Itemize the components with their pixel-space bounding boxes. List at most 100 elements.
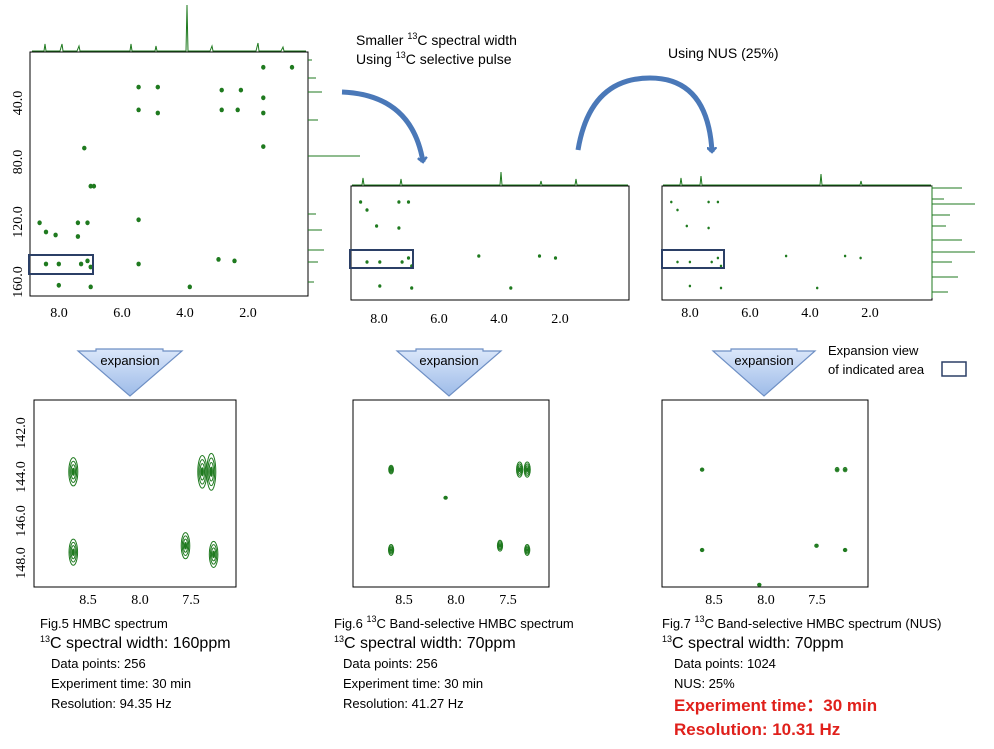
cross-peak — [289, 64, 295, 70]
cross-peak — [378, 260, 382, 264]
caption-fig6: Fig.6 13C Band-selective HMBC spectrum 1… — [334, 614, 574, 714]
contour-ring — [526, 548, 529, 552]
contour-ring — [524, 544, 531, 556]
spectral-width: 13C spectral width: 160ppm — [40, 634, 231, 653]
cross-peak — [91, 183, 97, 189]
cross-peak — [56, 282, 61, 288]
contour-ring — [207, 457, 216, 487]
projections — [32, 4, 975, 298]
cross-peak — [219, 87, 224, 93]
contour-ring — [206, 452, 217, 491]
contour-ring — [815, 544, 818, 548]
band-top-projection — [352, 171, 628, 186]
x-tick: 6.0 — [741, 306, 759, 321]
contour-ring — [523, 461, 531, 478]
contour-ring — [181, 535, 190, 556]
x-tick: 4.0 — [490, 312, 508, 327]
resolution: Resolution: 41.27 Hz — [343, 696, 464, 711]
experiment-time: Experiment time: 30 min — [51, 676, 192, 691]
cross-peak — [56, 261, 61, 267]
data-points: Data points: 256 — [343, 656, 438, 671]
contour-ring — [700, 548, 704, 552]
cross-peak — [261, 110, 266, 116]
legend-line-1: Expansion view — [828, 343, 919, 358]
x-tick: 2.0 — [551, 312, 569, 327]
contour-ring — [700, 468, 704, 471]
contour-ring — [69, 541, 78, 563]
cross-peak — [43, 229, 49, 235]
full-spectrum-peaks — [37, 64, 295, 290]
full-spectrum-frame — [29, 51, 309, 297]
top-projection — [32, 4, 306, 52]
cross-peak — [859, 256, 862, 260]
cross-peak — [261, 144, 266, 150]
curved-arrow-right — [575, 75, 712, 152]
nus-top-projection — [663, 173, 931, 186]
cross-peak — [406, 200, 411, 204]
cross-peak — [707, 226, 710, 230]
contour-ring — [525, 467, 529, 473]
cross-peak — [688, 284, 692, 288]
nus-right-projection — [931, 186, 975, 298]
cross-peak — [136, 261, 141, 267]
cross-peak — [75, 234, 81, 239]
cross-peak — [537, 254, 542, 258]
cross-peak — [397, 226, 401, 230]
cross-peak — [136, 107, 141, 113]
nus-peaks — [670, 200, 862, 290]
contour-ring — [210, 547, 217, 562]
contour-ring — [209, 544, 218, 565]
nus-label: Using NUS (25%) — [668, 45, 778, 61]
contour-ring — [524, 545, 530, 555]
contour-ring — [525, 546, 530, 554]
spectral-width: 13C spectral width: 70ppm — [334, 634, 516, 653]
cross-peak — [219, 107, 224, 113]
cross-peak — [707, 200, 710, 204]
data-points: Data points: 1024 — [674, 656, 776, 671]
y-tick: 80.0 — [11, 150, 26, 175]
cross-peak — [88, 264, 93, 270]
cross-peak — [232, 258, 237, 264]
x-tick: 8.5 — [395, 593, 413, 608]
band-selective-panel — [349, 185, 630, 301]
indicated-area-box — [661, 249, 725, 269]
cross-peak — [238, 87, 244, 93]
expansion-panel-2: 8.5 8.0 7.5 — [352, 399, 550, 608]
figure-title: Fig.6 13C Band-selective HMBC spectrum — [334, 614, 574, 632]
x-tick: 6.0 — [430, 312, 448, 327]
smaller-width-label: Smaller 13C spectral width — [356, 31, 517, 48]
cross-peak — [88, 284, 93, 290]
expansion-label: expansion — [734, 353, 793, 368]
resolution-emphasis: Resolution: 10.31 Hz — [674, 720, 841, 739]
expansion-label: expansion — [100, 353, 159, 368]
cross-peak — [397, 200, 401, 204]
cross-peak — [53, 232, 58, 238]
cross-peak — [685, 224, 688, 228]
contour-ring — [842, 466, 848, 473]
expansion-arrow-3: expansion — [711, 348, 817, 397]
contour-ring — [388, 544, 395, 556]
contour-ring — [516, 463, 523, 476]
x-tick: 7.5 — [499, 593, 517, 608]
cross-peak — [261, 64, 266, 70]
cross-peak — [410, 286, 414, 290]
cross-peak — [719, 286, 723, 290]
expansion-1-peaks — [68, 452, 219, 568]
contour-ring — [843, 468, 847, 472]
cross-peak — [406, 256, 411, 260]
x-tick: 8.0 — [131, 593, 149, 608]
expansion-2-peaks — [388, 461, 531, 556]
selective-pulse-label: Using 13C selective pulse — [356, 50, 512, 67]
contour-ring — [388, 465, 394, 474]
cross-peak — [365, 208, 369, 212]
cross-peak — [477, 254, 481, 258]
contour-ring — [757, 583, 761, 587]
contour-ring — [209, 466, 213, 477]
contour-ring — [208, 462, 215, 482]
contour-ring — [199, 463, 206, 481]
contour-ring — [70, 545, 76, 560]
full-spectrum-y-ticks: 40.0 80.0 120.0 160.0 — [11, 91, 26, 298]
spectral-width: 13C spectral width: 70ppm — [662, 634, 844, 653]
cross-peak — [359, 200, 363, 204]
y-tick: 142.0 — [14, 417, 29, 449]
